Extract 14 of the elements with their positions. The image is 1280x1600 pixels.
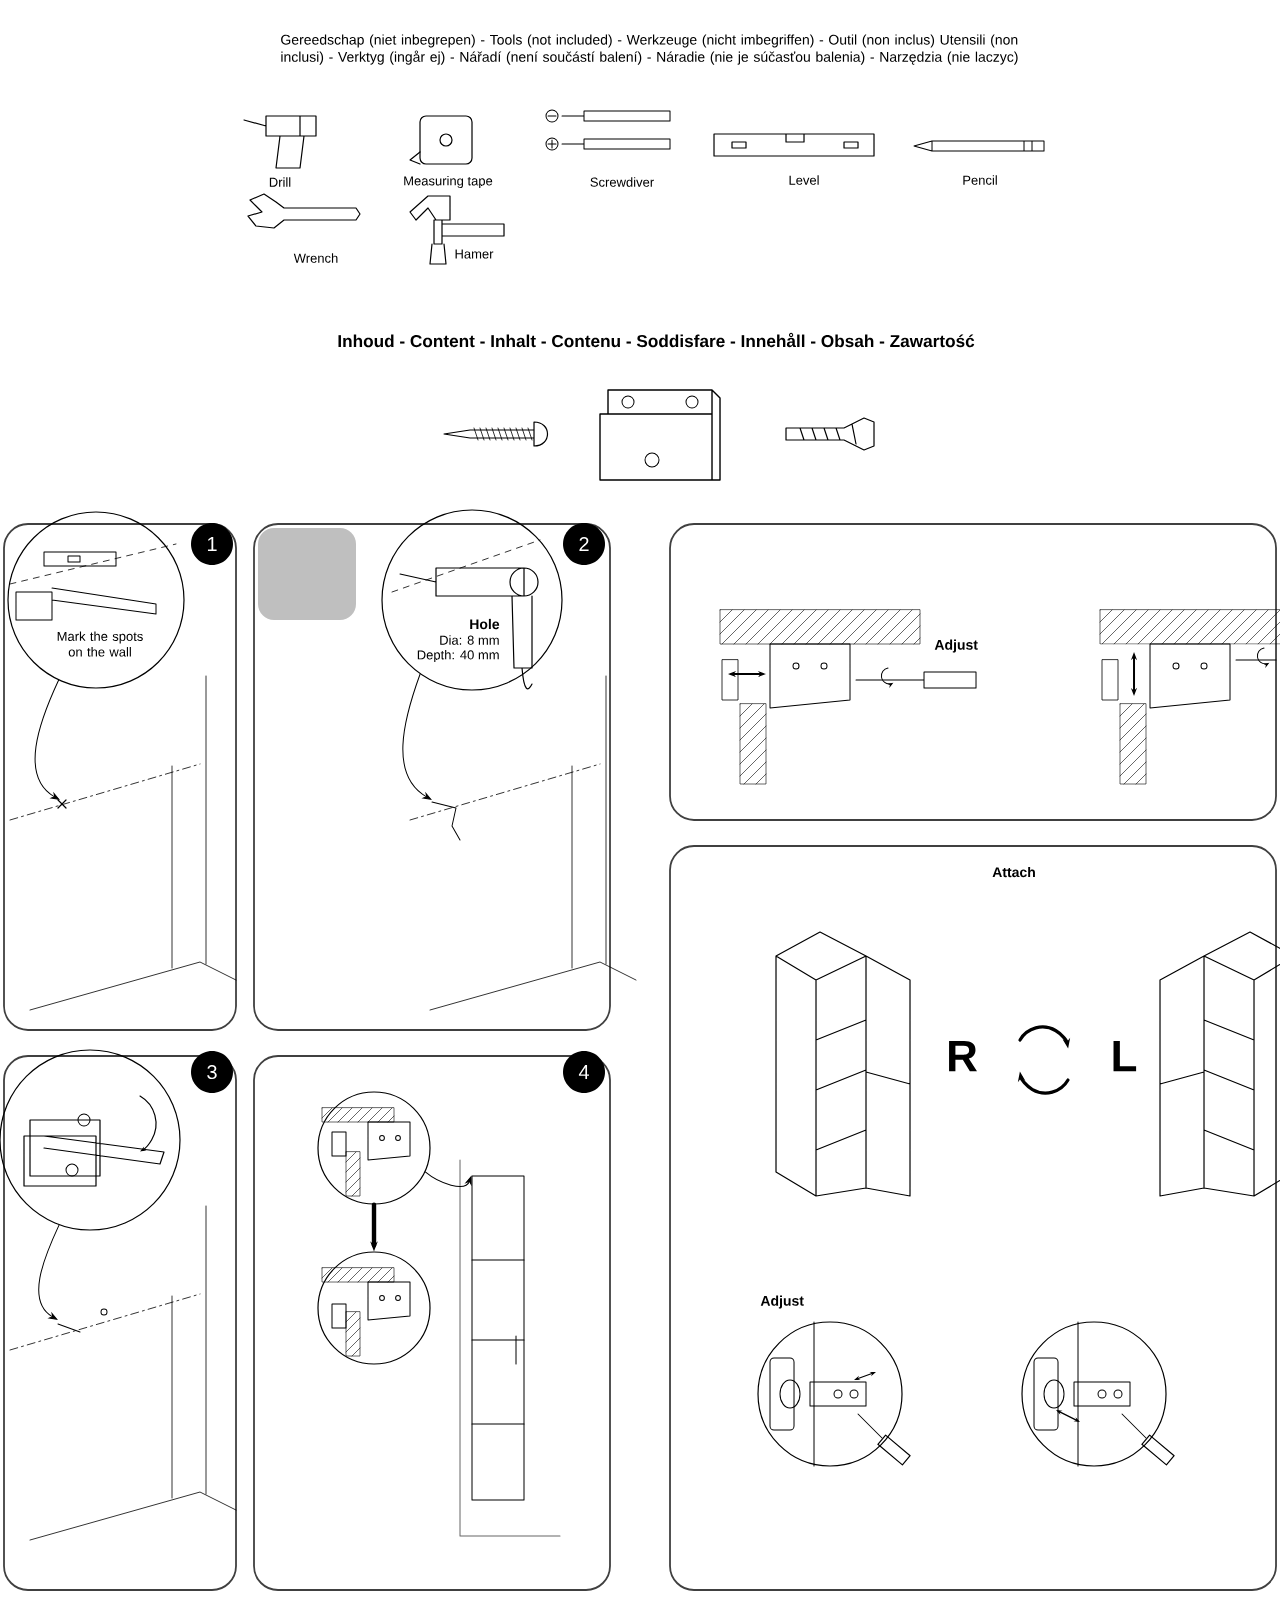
arrow bbox=[402, 673, 432, 800]
step-number: 2 bbox=[563, 523, 605, 565]
side-letter: R bbox=[949, 1040, 977, 1072]
detail-circle bbox=[317, 1251, 431, 1365]
arrow bbox=[38, 1224, 60, 1320]
side-letter: L bbox=[1113, 1040, 1137, 1072]
contents-heading: Inhoud - Content - Inhalt - Contenu - Soddisfare - Innehåll - Obsah - Zawartość bbox=[338, 332, 975, 348]
arrow bbox=[424, 1171, 472, 1187]
step-number: 1 bbox=[191, 523, 233, 565]
arrow bbox=[34, 679, 60, 800]
step-number: 3 bbox=[191, 1051, 233, 1093]
detail-circle bbox=[317, 1091, 431, 1205]
cabinet-drawing bbox=[471, 1175, 525, 1501]
step-number: 4 bbox=[563, 1051, 605, 1093]
